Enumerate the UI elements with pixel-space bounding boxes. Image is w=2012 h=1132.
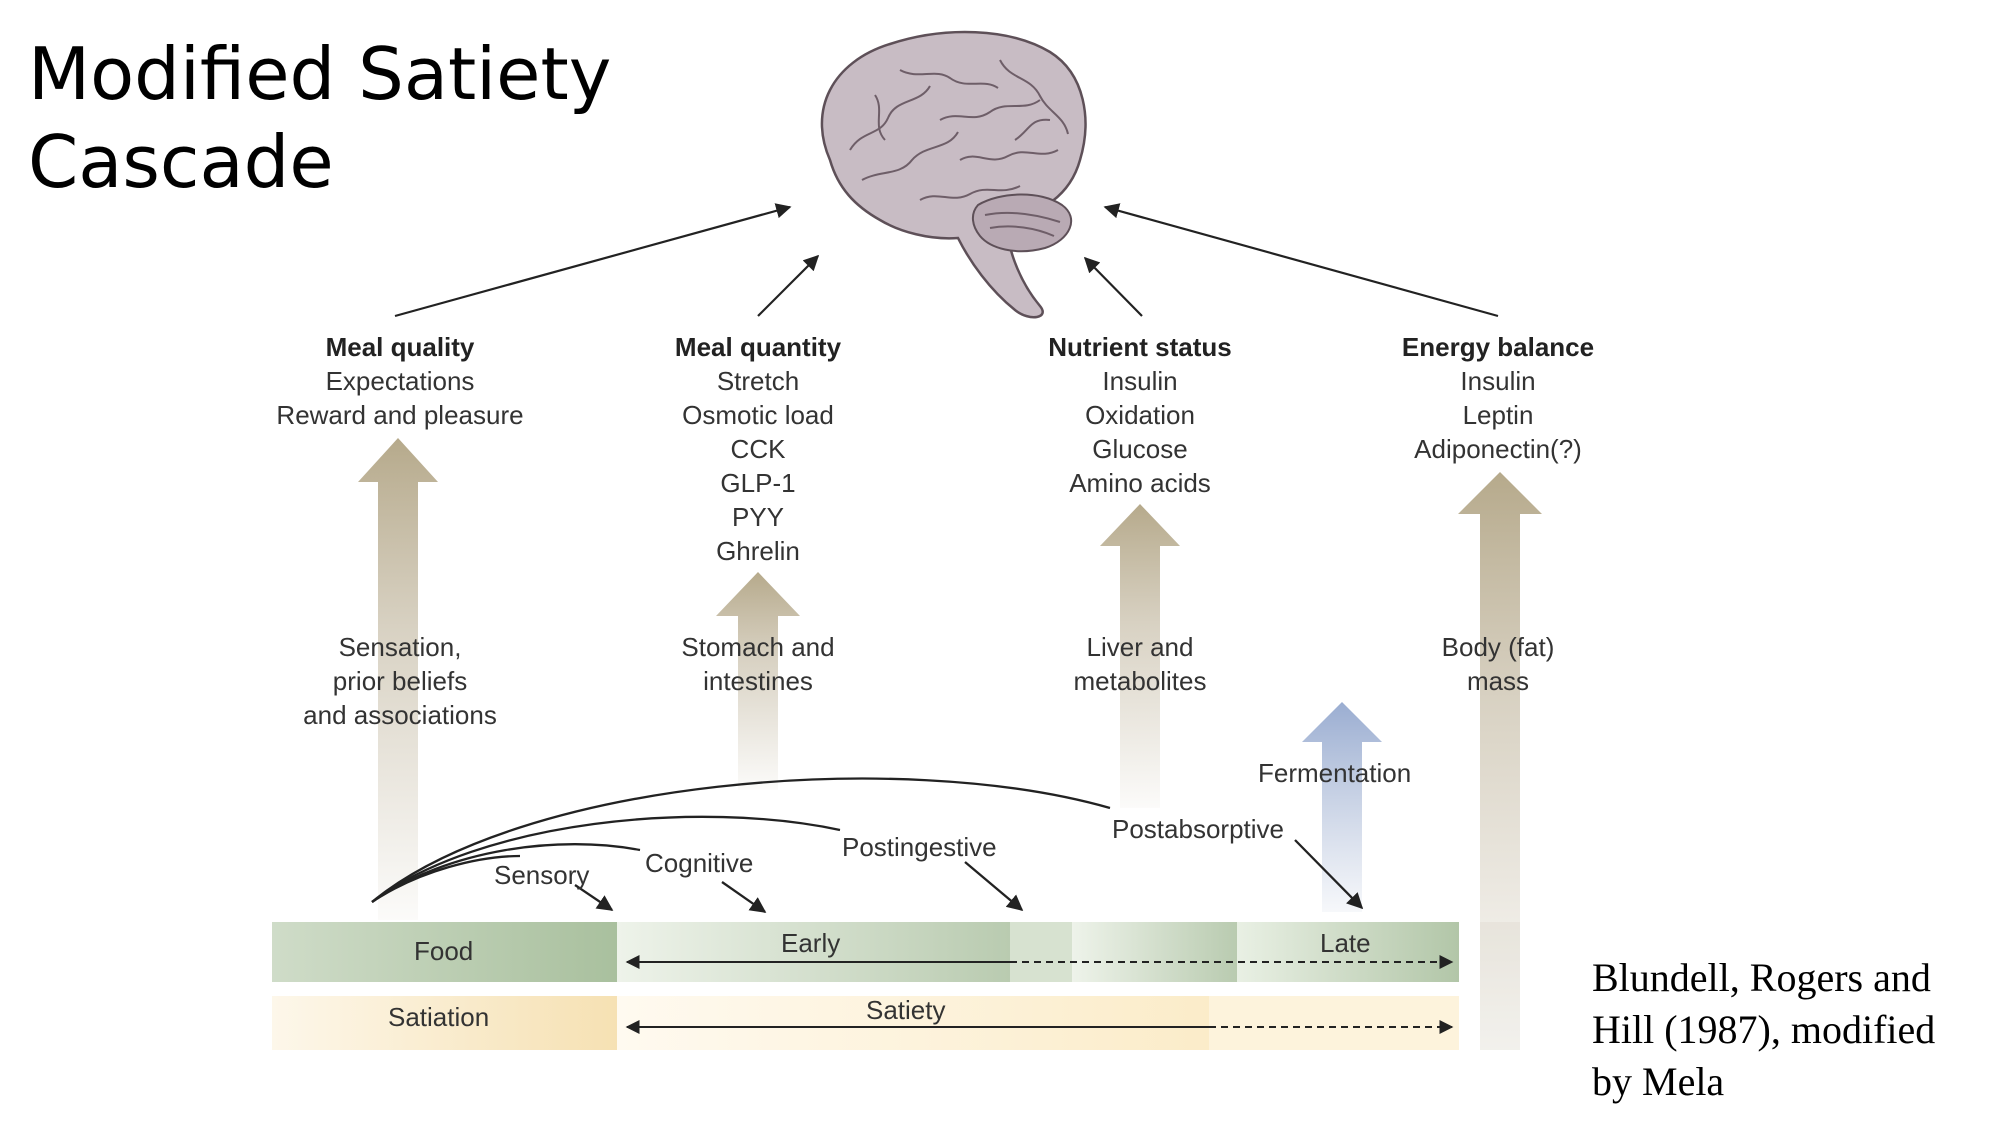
- sensory-pointer: [574, 884, 614, 911]
- postingestive-label: Postingestive: [842, 832, 997, 862]
- meal-quality-column: Meal quality Expectations Reward and ple…: [240, 330, 560, 432]
- meal-quantity-item: Stretch: [716, 366, 800, 396]
- late-label: Late: [1320, 928, 1371, 958]
- meal-quantity-item: PYY: [731, 502, 785, 532]
- source-line: Body (fat): [1441, 632, 1555, 662]
- early-bar: [617, 922, 1010, 982]
- nutrient-status-heading: Nutrient status: [1048, 332, 1232, 362]
- nutrient-status-column: Nutrient status Insulin Oxidation Glucos…: [980, 330, 1300, 500]
- meal-quantity-item: Ghrelin: [716, 536, 800, 566]
- energy-balance-source: Body (fat) mass: [1338, 630, 1658, 698]
- meal-quantity-heading: Meal quantity: [674, 332, 842, 362]
- source-line: prior beliefs: [332, 666, 468, 696]
- energy-balance-column: Energy balance Insulin Leptin Adiponecti…: [1338, 330, 1658, 466]
- energy-balance-item: Leptin: [1462, 400, 1534, 430]
- satiety-label: Satiety: [866, 995, 946, 1025]
- meal-quantity-item: CCK: [730, 434, 786, 464]
- brain-arrow-energy-balance: [1103, 203, 1499, 318]
- sensory-label: Sensory: [494, 860, 590, 890]
- source-line: Sensation,: [338, 632, 462, 662]
- citation-line: Hill (1987), modified: [1592, 1007, 1936, 1052]
- nutrient-status-source: Liver and metabolites: [980, 630, 1300, 698]
- nutrient-status-item: Oxidation: [1085, 400, 1195, 430]
- source-line: Stomach and: [681, 632, 835, 662]
- meal-quantity-arrow: [716, 572, 800, 790]
- source-line: mass: [1466, 666, 1530, 696]
- brain-arrow-nutrient-status: [1083, 256, 1143, 317]
- fermentation-arrow: [1302, 702, 1382, 912]
- energy-balance-arrow: [1458, 472, 1542, 1050]
- late-bar: [1237, 922, 1459, 982]
- meal-quality-item: Expectations: [325, 366, 475, 396]
- slide-title: Modified Satiety Cascade: [28, 30, 611, 206]
- brain-illustration: [820, 30, 1087, 319]
- nutrient-status-item: Glucose: [1092, 434, 1188, 464]
- source-line: and associations: [303, 700, 497, 730]
- nutrient-status-item: Amino acids: [1069, 468, 1211, 498]
- meal-quantity-source: Stomach and intestines: [598, 630, 918, 698]
- source-line: Liver and: [1086, 632, 1194, 662]
- title-line-2: Cascade: [28, 120, 334, 204]
- early-fade-bar: [1010, 922, 1072, 982]
- mid-bar: [1072, 922, 1237, 982]
- meal-quality-arrow: [358, 438, 438, 920]
- title-line-1: Modified Satiety: [28, 32, 612, 116]
- energy-balance-item: Insulin: [1460, 366, 1536, 396]
- cognitive-label: Cognitive: [645, 848, 754, 878]
- food-bar: [272, 922, 617, 982]
- citation-line: by Mela: [1592, 1059, 1725, 1104]
- meal-quality-item: Reward and pleasure: [276, 400, 524, 430]
- citation: Blundell, Rogers and Hill (1987), modifi…: [1592, 952, 1935, 1108]
- postabsorptive-pointer: [1294, 839, 1364, 910]
- meal-quantity-item: GLP-1: [720, 468, 796, 498]
- source-line: intestines: [703, 666, 813, 696]
- cognitive-pointer: [721, 881, 767, 913]
- cognitive-curve: [371, 843, 641, 903]
- brain-arrow-meal-quantity: [757, 254, 820, 317]
- food-label: Food: [414, 936, 474, 966]
- brain-arrow-meal-quality: [394, 203, 792, 318]
- postabsorptive-curve: [371, 777, 1111, 903]
- fermentation-label: Fermentation: [1258, 758, 1412, 788]
- nutrient-status-item: Insulin: [1102, 366, 1178, 396]
- nutrient-status-arrow: [1100, 504, 1180, 808]
- postingestive-curve: [371, 815, 841, 903]
- satiation-label: Satiation: [388, 1002, 490, 1032]
- postabsorptive-label: Postabsorptive: [1112, 814, 1284, 844]
- early-label: Early: [781, 928, 841, 958]
- satiation-bar: [272, 996, 617, 1050]
- energy-balance-item: Adiponectin(?): [1414, 434, 1582, 464]
- meal-quantity-item: Osmotic load: [682, 400, 834, 430]
- satiety-bar: [617, 996, 1209, 1050]
- source-line: metabolites: [1073, 666, 1207, 696]
- citation-line: Blundell, Rogers and: [1592, 955, 1931, 1000]
- satiety-late-bar: [1209, 996, 1459, 1050]
- postingestive-pointer: [964, 861, 1024, 912]
- meal-quality-source: Sensation, prior beliefs and association…: [240, 630, 560, 732]
- meal-quality-heading: Meal quality: [325, 332, 475, 362]
- energy-balance-heading: Energy balance: [1401, 332, 1595, 362]
- meal-quantity-column: Meal quantity Stretch Osmotic load CCK G…: [598, 330, 918, 568]
